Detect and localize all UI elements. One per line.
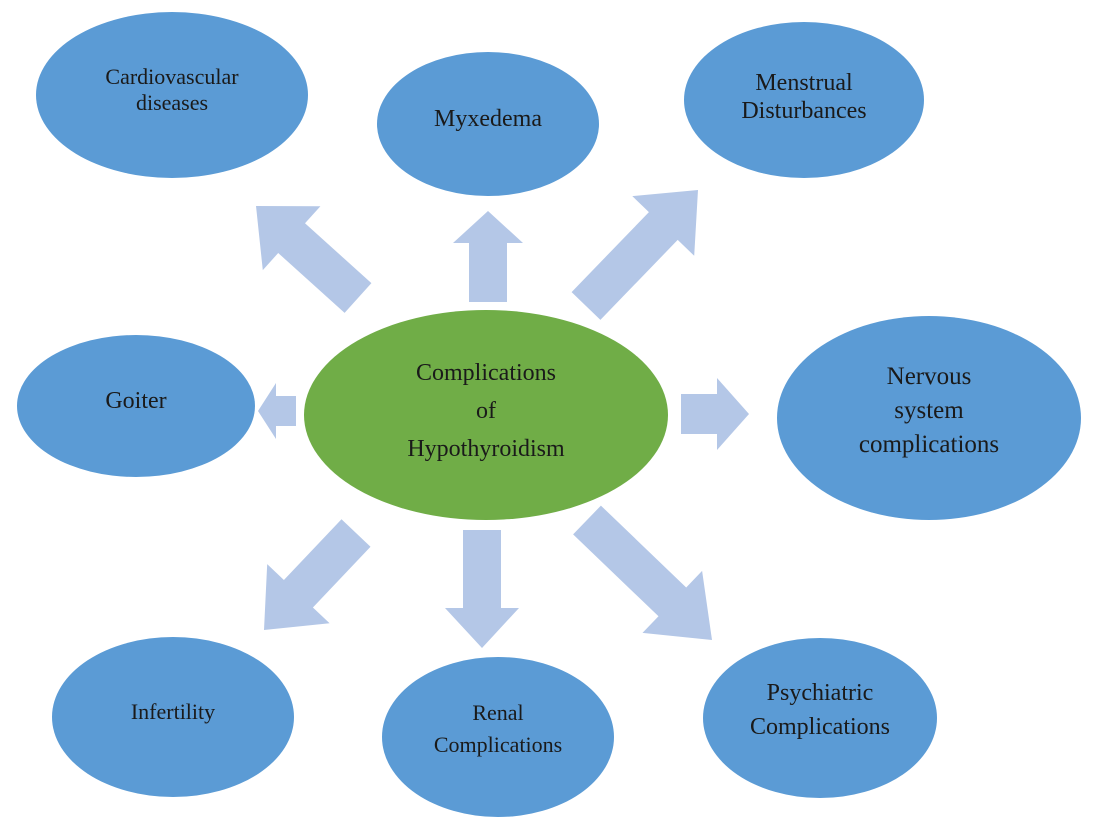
node-nervous-label: Nervous system complications xyxy=(859,363,999,458)
node-menstrual-label-line: Disturbances xyxy=(741,98,866,124)
node-myxedema-shape xyxy=(377,52,599,196)
node-menstrual-label-line: Menstrual xyxy=(755,70,853,96)
center-node-label-line: Hypothyroidism xyxy=(407,436,565,462)
node-goiter-label-line: Goiter xyxy=(105,388,166,414)
center-node-label-line: of xyxy=(476,398,496,424)
node-psychiatric-label-line: Psychiatric xyxy=(767,680,874,706)
arrow-to-cardiovascular xyxy=(256,206,372,313)
node-infertility: Infertility xyxy=(52,637,294,797)
node-psychiatric-label-line: Complications xyxy=(750,714,890,740)
node-nervous-label-line: complications xyxy=(859,431,999,458)
node-myxedema: Myxedema xyxy=(377,52,599,196)
node-menstrual-shape xyxy=(684,22,924,178)
arrow-to-psychiatric xyxy=(573,505,712,640)
node-renal-label-line: Complications xyxy=(434,732,562,757)
node-infertility-shape xyxy=(52,637,294,797)
node-goiter-label: Goiter xyxy=(105,388,166,414)
node-nervous: Nervous system complications xyxy=(777,316,1081,520)
node-nervous-shape xyxy=(777,316,1081,520)
arrow-to-myxedema xyxy=(453,211,523,302)
node-cardiovascular-label-line: Cardiovascular xyxy=(105,64,239,89)
node-psychiatric-shape xyxy=(703,638,937,798)
node-goiter-shape xyxy=(17,335,255,477)
node-infertility-label: Infertility xyxy=(131,699,215,724)
node-renal-label-line: Renal xyxy=(472,700,523,725)
center-node-shape xyxy=(304,310,668,520)
arrow-to-menstrual xyxy=(571,190,698,320)
arrow-to-renal xyxy=(445,530,519,648)
node-cardiovascular-shape xyxy=(36,12,308,178)
arrows-layer xyxy=(256,190,749,648)
node-nervous-label-line: Nervous xyxy=(887,363,972,390)
node-goiter: Goiter xyxy=(17,335,255,477)
center-node-label-line: Complications xyxy=(416,360,556,386)
arrow-to-nervous xyxy=(681,378,749,450)
node-myxedema-label-line: Myxedema xyxy=(434,106,542,132)
node-nervous-label-line: system xyxy=(894,397,964,424)
arrow-to-infertility xyxy=(264,519,371,630)
node-cardiovascular-label-line: diseases xyxy=(136,90,208,115)
node-renal-shape xyxy=(382,657,614,817)
node-myxedema-label: Myxedema xyxy=(434,106,542,132)
node-infertility-label-line: Infertility xyxy=(131,699,215,724)
arrow-to-goiter xyxy=(258,383,296,439)
